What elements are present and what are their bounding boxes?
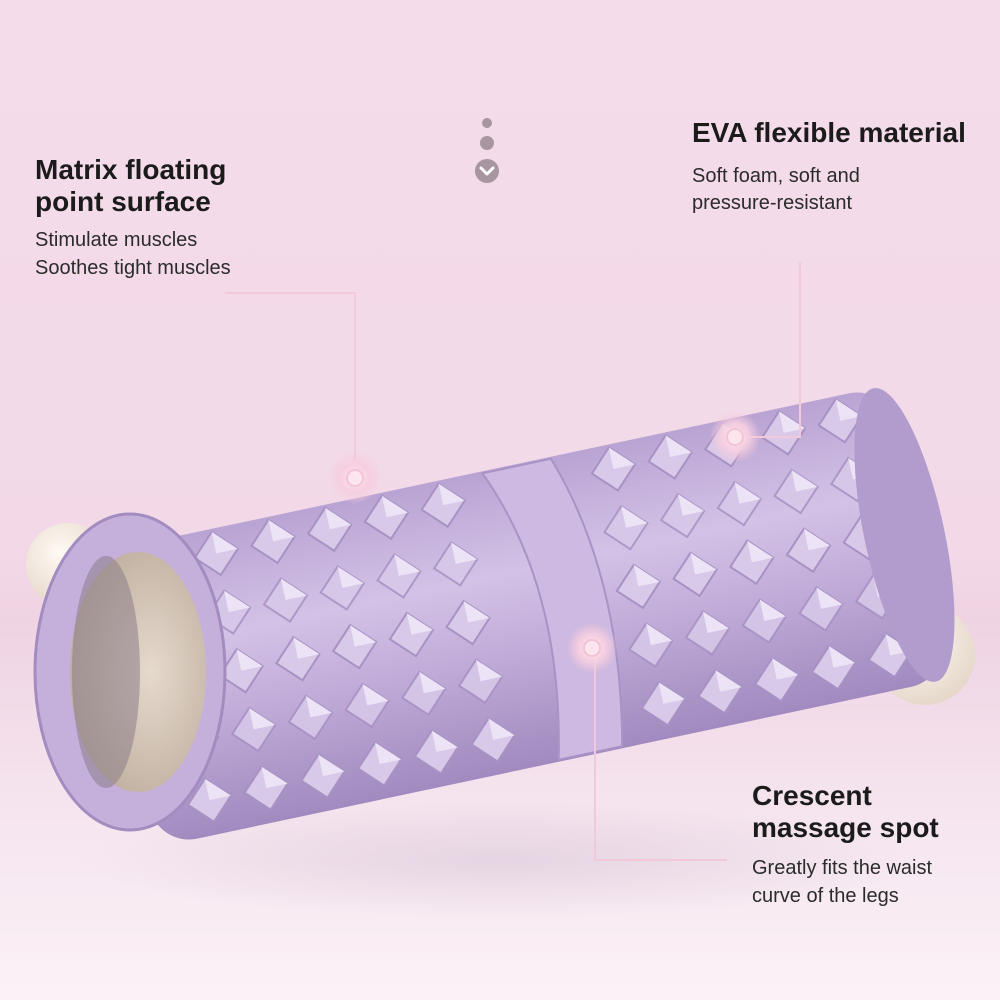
feature-title-crescent: Crescent massage spot bbox=[752, 780, 939, 843]
callout-line-crescent bbox=[594, 650, 727, 861]
feature-desc-eva-1: Soft foam, soft and bbox=[692, 165, 860, 187]
roller-stud-highlight bbox=[261, 766, 288, 789]
roller-stud-highlight bbox=[488, 718, 515, 740]
feature-matrix: Matrix floating point surface Stimulate … bbox=[35, 154, 275, 282]
roller-stud-highlight bbox=[305, 695, 332, 718]
roller-stud-highlight bbox=[268, 519, 295, 542]
roller-stud-highlight bbox=[236, 649, 263, 671]
roller-stud-highlight bbox=[204, 778, 231, 801]
roller-stud-highlight bbox=[715, 670, 742, 692]
roller-stud-highlight bbox=[337, 566, 364, 588]
feature-desc-matrix-1: Stimulate muscles bbox=[35, 229, 198, 251]
roller-stud-highlight bbox=[381, 495, 408, 518]
roller-stud-highlight bbox=[779, 411, 806, 433]
roller-stud-highlight bbox=[438, 483, 465, 506]
feature-desc-crescent-1: Greatly fits the waist bbox=[752, 857, 933, 879]
roller-stud-highlight bbox=[350, 625, 377, 647]
feature-title-matrix: Matrix floating point surface bbox=[35, 154, 227, 217]
roller-stud-highlight bbox=[791, 469, 818, 492]
roller-stud-highlight bbox=[406, 613, 433, 635]
roller-stud-highlight bbox=[451, 542, 478, 564]
highlight-spot-crescent bbox=[566, 622, 618, 674]
scroll-down-icon[interactable] bbox=[472, 115, 502, 185]
roller-stud-highlight bbox=[431, 730, 458, 752]
floor-shadow bbox=[80, 800, 920, 920]
roller-stud-highlight bbox=[293, 637, 320, 659]
roller-stud-highlight bbox=[362, 683, 389, 706]
roller-stud-highlight bbox=[375, 742, 402, 765]
roller-stud-highlight bbox=[734, 482, 761, 504]
feature-eva: EVA flexible material Soft foam, soft an… bbox=[692, 117, 966, 217]
highlight-spot-matrix bbox=[329, 452, 381, 504]
roller-stud-highlight bbox=[690, 552, 717, 575]
roller-stud-highlight bbox=[747, 540, 774, 563]
roller-stud-highlight bbox=[835, 399, 862, 421]
callout-line-matrix bbox=[225, 292, 356, 460]
roller-stud-highlight bbox=[249, 707, 276, 730]
roller-stud-highlight bbox=[476, 659, 503, 682]
feature-desc-matrix-2: Soothes tight muscles bbox=[35, 257, 231, 279]
roller-stud-highlight bbox=[702, 611, 730, 634]
roller-stud-highlight bbox=[318, 754, 345, 777]
roller-stud-highlight bbox=[828, 646, 856, 668]
roller-stud-highlight bbox=[816, 587, 843, 609]
crescent-groove bbox=[480, 457, 624, 761]
feature-desc-crescent-2: curve of the legs bbox=[752, 885, 899, 907]
roller-stud-highlight bbox=[419, 671, 446, 694]
roller-stud-highlight bbox=[325, 507, 352, 530]
roller-stud-highlight bbox=[665, 435, 692, 457]
roller-stud-highlight bbox=[621, 506, 648, 528]
roller-stud-highlight bbox=[678, 494, 705, 516]
feature-desc-eva-2: pressure-resistant bbox=[692, 192, 853, 214]
feature-title-eva: EVA flexible material bbox=[692, 117, 966, 148]
roller-stud-highlight bbox=[463, 601, 490, 623]
roller-stud-highlight bbox=[772, 658, 799, 680]
roller-stud-highlight bbox=[759, 599, 786, 621]
roller-stud-highlight bbox=[280, 578, 307, 601]
roller-stud-highlight bbox=[803, 528, 831, 551]
feature-crescent: Crescent massage spot Greatly fits the w… bbox=[752, 780, 972, 910]
foam-roller bbox=[103, 387, 955, 840]
roller-stud-highlight bbox=[224, 590, 251, 613]
highlight-spot-eva bbox=[709, 411, 761, 463]
roller-stud-highlight bbox=[633, 564, 660, 587]
roller-stud-highlight bbox=[658, 682, 685, 704]
roller-stud-highlight bbox=[394, 554, 421, 576]
roller-stud-highlight bbox=[211, 531, 238, 554]
roller-stud-highlight bbox=[646, 623, 673, 646]
roller-stud-highlight bbox=[608, 447, 635, 469]
